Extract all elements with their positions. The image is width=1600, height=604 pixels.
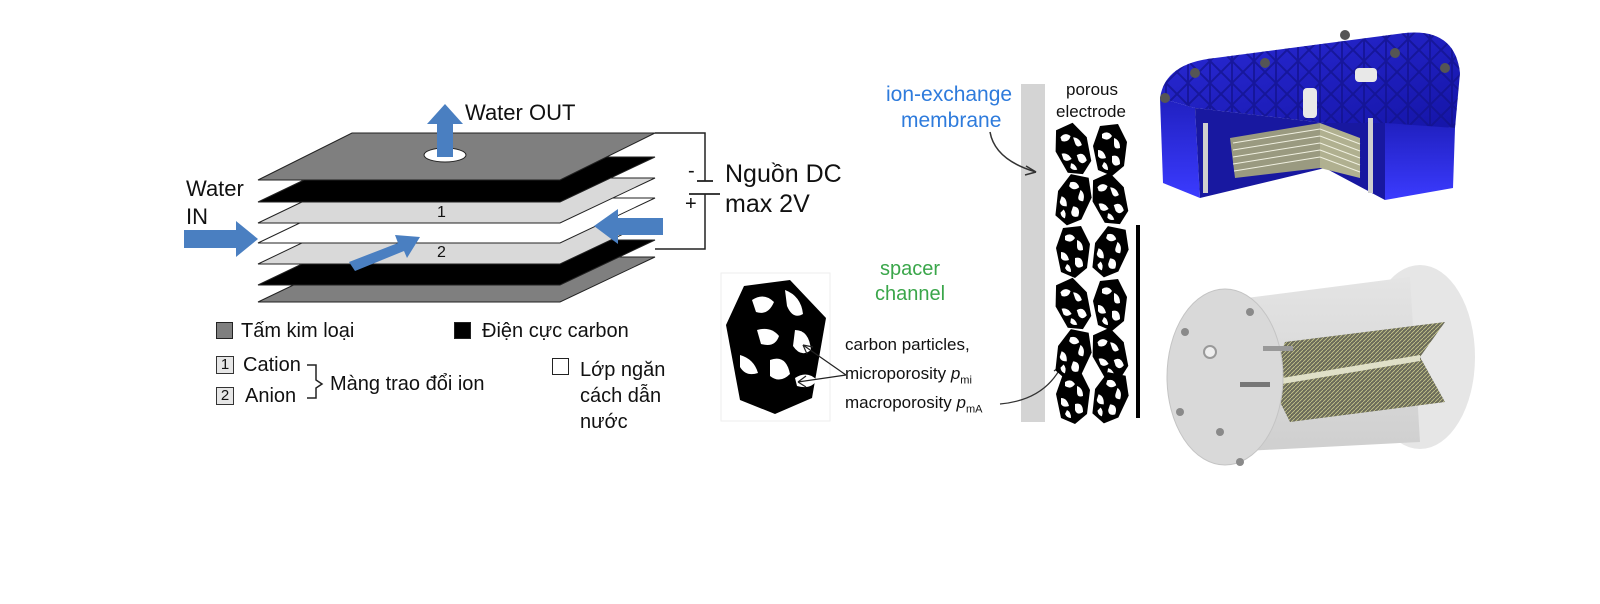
current-collector-line <box>1136 225 1140 418</box>
electrode-svg <box>720 84 1140 424</box>
legend-carbon-electrode-label: Điện cực carbon <box>482 320 629 342</box>
circuit-wire <box>655 132 706 250</box>
flow-arrow-spacer-icon <box>349 235 420 271</box>
water-out-arrow-icon <box>427 104 463 157</box>
tie-rod-right <box>1368 118 1373 193</box>
macroporosity-text: macroporosity <box>845 393 952 412</box>
electrode-particle <box>1092 372 1129 424</box>
macroporosity-symbol: p <box>956 393 966 412</box>
device-render-cylindrical <box>1155 262 1475 467</box>
legend-metal-plate-label: Tấm kim loại <box>241 320 355 342</box>
rectangular-module-svg <box>1160 30 1460 200</box>
legend-spacer-label-line2: cách dẫn <box>580 385 662 407</box>
legend-anion-number: 2 <box>216 387 234 405</box>
flange-bolts <box>1176 308 1254 466</box>
electrode-particle <box>1055 174 1092 226</box>
device-render-rectangular <box>1155 28 1465 208</box>
battery-plus-sign: + <box>685 193 697 215</box>
membrane-2-number: 2 <box>437 244 446 261</box>
power-label-line2: max 2V <box>725 190 810 218</box>
blue-module-right-side <box>1385 123 1455 200</box>
legend-spacer-label-line3: nước <box>580 411 628 433</box>
electrode-particle <box>1055 329 1092 381</box>
ion-exchange-membrane-bar <box>1021 84 1045 422</box>
spacer-channel-label-line1: spacer <box>880 258 941 280</box>
micropore-arrow-1-icon <box>802 344 847 376</box>
electrode-particle <box>1092 226 1129 278</box>
electrode-particle <box>1093 279 1127 331</box>
battery-minus-sign: - <box>688 160 695 182</box>
water-in-arrow-icon <box>184 221 258 257</box>
microporosity-label: microporosity pmi <box>845 364 972 386</box>
electrode-particle <box>1056 226 1090 278</box>
stack-svg <box>184 104 720 303</box>
legend-swatch-carbon-electrode <box>454 322 471 339</box>
membrane-pointer-arrow-icon <box>989 131 1037 173</box>
macroporosity-subscript: mA <box>965 403 983 416</box>
microporosity-symbol: p <box>950 364 961 383</box>
legend-swatch-metal-plate <box>216 322 233 339</box>
legend-anion-label: Anion <box>245 385 297 407</box>
porous-electrode-label-line2: electrode <box>1056 102 1126 121</box>
power-label-line1: Nguồn DC <box>725 160 842 188</box>
electrode-particle <box>1055 122 1092 175</box>
electrode-pack-lower <box>1270 357 1445 422</box>
inlet-port <box>1203 345 1217 359</box>
microporosity-text: microporosity <box>845 364 947 383</box>
tie-rod-left <box>1203 123 1208 193</box>
legend: Tấm kim loại Điện cực carbon 1 Cation 2 … <box>0 0 720 450</box>
macroporosity-label: macroporosity pmA <box>845 393 982 415</box>
electrode-particle <box>1093 124 1127 176</box>
electrode-particle <box>1092 327 1129 380</box>
electrode-particle <box>1056 372 1090 424</box>
porous-electrode-particles <box>1055 122 1129 424</box>
membrane-1-number: 1 <box>437 204 446 221</box>
water-in-label-line2: IN <box>186 204 208 229</box>
front-flange <box>1166 288 1284 466</box>
ion-exchange-label-line2: membrane <box>901 109 1002 132</box>
microporosity-subscript: mi <box>960 374 972 387</box>
elbow-fitting-right <box>1355 68 1377 82</box>
cdi-stack-diagram: Water OUT Water IN 1 2 - + Nguồn DC max … <box>0 0 842 450</box>
water-in-label-line1: Water <box>186 176 244 201</box>
ion-exchange-label-line1: ion-exchange <box>886 83 1013 106</box>
legend-swatch-spacer <box>552 358 569 375</box>
electrode-pack-upper <box>1270 322 1445 382</box>
electrode-terminal <box>1240 382 1270 387</box>
water-out-label: Water OUT <box>465 100 576 125</box>
micropore-arrow-2-icon <box>797 374 847 383</box>
legend-spacer-label-line1: Lớp ngăn <box>580 359 666 381</box>
cylindrical-module-svg <box>1166 265 1475 466</box>
legend-cation-number: 1 <box>216 356 234 374</box>
spacer-channel-label-line2: channel <box>875 283 946 305</box>
carbon-particles-label: carbon particles, <box>845 335 970 354</box>
porous-electrode-label-line1: porous <box>1066 80 1118 99</box>
electrode-schematic: ion-exchange membrane porous electrode s… <box>720 80 1140 424</box>
blue-module-left-side <box>1160 98 1200 198</box>
flow-arrow-right-icon <box>594 209 663 244</box>
electrode-particle <box>1092 172 1129 225</box>
electrode-particle <box>1055 277 1092 330</box>
elbow-fitting-left <box>1303 88 1317 118</box>
legend-ion-exchange-membrane-label: Màng trao đổi ion <box>330 373 485 395</box>
legend-cation-label: Cation <box>243 354 301 376</box>
